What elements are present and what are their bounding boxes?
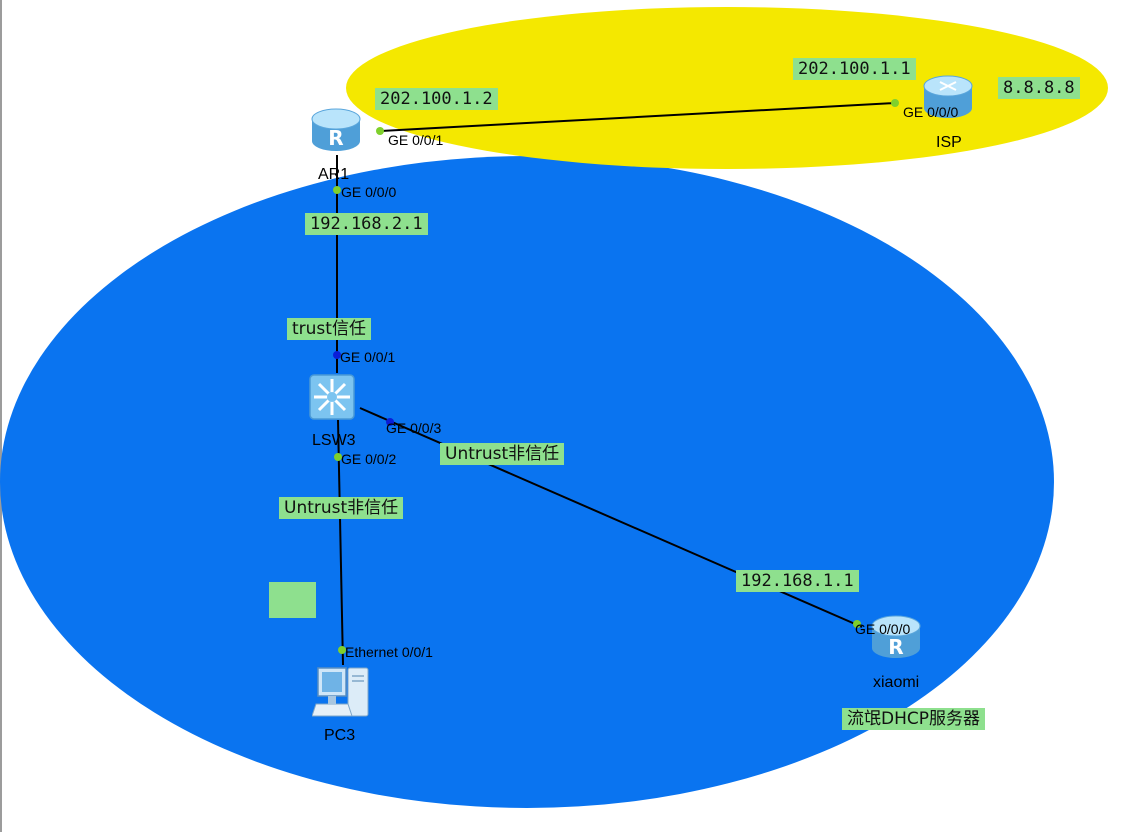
router-icon[interactable]: R: [308, 105, 364, 157]
label-xiaomi-ip: 192.168.1.1: [736, 570, 859, 592]
port-dot-lsw3-ge001: [333, 351, 341, 359]
link-ar1-isp[interactable]: [379, 102, 896, 132]
label-trust-zone: trust信任: [287, 318, 371, 340]
device-name-pc3: PC3: [324, 727, 356, 744]
device-name-xiaomi: xiaomi: [873, 674, 920, 691]
port-label-isp-ge000: GE 0/0/0: [903, 104, 959, 120]
port-dot-pc3-eth001: [338, 646, 346, 654]
port-label-xiaomi-ge000: GE 0/0/0: [855, 621, 911, 637]
label-dns-ip: 8.8.8.8: [998, 77, 1080, 99]
router-icon[interactable]: [920, 72, 976, 124]
lan-zone-ellipse: [0, 156, 1054, 808]
port-dot-ar1-ge001: [376, 127, 384, 135]
label-isp-ip: 202.100.1.1: [793, 58, 916, 80]
switch-icon[interactable]: [308, 373, 356, 421]
port-label-pc3-eth001: Ethernet 0/0/1: [345, 644, 433, 660]
svg-text:R: R: [888, 635, 903, 659]
port-label-lsw3-ge001: GE 0/0/1: [340, 349, 396, 365]
device-name-ar1: AR1: [318, 166, 350, 183]
pc-icon[interactable]: [312, 664, 374, 722]
label-untrust-xiaomi-zone: Untrust非信任: [440, 443, 565, 465]
port-label-lsw3-ge002: GE 0/0/2: [341, 451, 397, 467]
port-dot-xiaomi-ge000: [853, 620, 861, 628]
device-name-lsw3: LSW3: [312, 432, 356, 449]
port-label-lsw3-ge003: GE 0/0/3: [386, 420, 442, 436]
port-dot-lsw3-ge002: [334, 453, 342, 461]
port-label-ar1-ge001: GE 0/0/1: [388, 132, 444, 148]
window-left-border: [0, 0, 2, 832]
port-dot-ar1-ge000: [333, 186, 341, 194]
internet-zone-ellipse: [346, 7, 1108, 169]
port-dot-lsw3-ge003: [386, 418, 394, 426]
label-blank-box: [269, 582, 316, 618]
label-ar1-public-ip: 202.100.1.2: [375, 88, 498, 110]
label-ar1-lan-ip: 192.168.2.1: [305, 213, 428, 235]
port-label-ar1-ge000: GE 0/0/0: [341, 184, 397, 200]
label-untrust-pc-zone: Untrust非信任: [279, 497, 404, 519]
label-rogue-dhcp-server: 流氓DHCP服务器: [842, 708, 985, 730]
device-name-isp: ISP: [936, 134, 962, 151]
port-dot-isp-ge000: [891, 99, 899, 107]
router-icon[interactable]: R: [868, 612, 924, 664]
svg-text:R: R: [328, 126, 343, 150]
